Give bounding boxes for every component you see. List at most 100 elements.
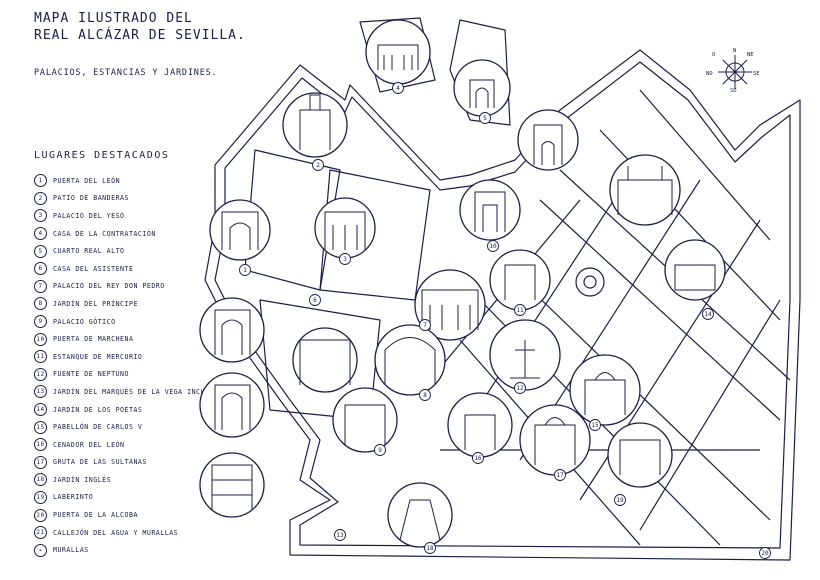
map-marker-label: 17 — [556, 472, 564, 479]
legend-item: 21 CALLEJÓN DEL AGUA Y MURALLAS — [34, 524, 214, 542]
map-marker — [419, 389, 431, 401]
legend-item-label: LABERINTO — [53, 493, 94, 502]
map-title-line-1: MAPA ILUSTRADO DEL — [34, 11, 193, 26]
map-marker-label: 19 — [616, 497, 624, 504]
legend-item-marker: 5 — [34, 244, 47, 258]
map-marker — [472, 452, 484, 464]
legend-item-marker: 9 — [34, 315, 47, 329]
compass-rose — [718, 55, 752, 89]
legend-item-label: FUENTE DE NEPTUNO — [53, 370, 129, 379]
outer-wall — [204, 49, 801, 561]
map-marker-label: 18 — [426, 545, 434, 552]
map-marker-label: 9 — [378, 447, 382, 454]
vignette-jardin-ingles — [387, 482, 453, 548]
legend-item-marker: 4 — [34, 227, 47, 241]
legend-item: 1 PUERTA DEL LEÓN — [34, 172, 214, 190]
map-marker-label: 5 — [483, 115, 487, 122]
map-marker — [309, 294, 321, 306]
legend-item-marker: ∗ — [34, 543, 47, 557]
inner-wall — [214, 61, 791, 549]
legend-item-marker: 13 — [34, 385, 47, 399]
compass-label-o: O — [712, 52, 715, 58]
legend-item-marker: 2 — [34, 191, 47, 205]
map-marker-label: 14 — [704, 311, 712, 318]
legend-item-marker: 21 — [34, 526, 47, 540]
vignette-marchena — [459, 179, 521, 241]
legend-item-marker: 14 — [34, 403, 47, 417]
legend-item-label: CASA DEL ASISTENTE — [53, 264, 134, 273]
legend-item-marker: 17 — [34, 455, 47, 469]
legend-item-marker: 12 — [34, 367, 47, 381]
vignette-arch-left-2 — [199, 372, 265, 438]
map-marker-label: 10 — [489, 243, 497, 250]
map-marker — [554, 469, 566, 481]
legend-item-label: CUARTO REAL ALTO — [53, 247, 125, 256]
legend-item-marker: 18 — [34, 473, 47, 487]
map-subtitle: PALACIOS, ESTANCIAS Y JARDINES. — [34, 68, 218, 78]
map-marker-label: 13 — [336, 532, 344, 539]
legend-item-label: CALLEJÓN DEL AGUA Y MURALLAS — [53, 528, 179, 537]
legend-item-marker: 7 — [34, 279, 47, 293]
legend-item-marker: 16 — [34, 438, 47, 452]
legend-item-label: JARDÍN INGLÉS — [53, 475, 112, 484]
legend-item: 5 CUARTO REAL ALTO — [34, 242, 214, 260]
map-marker — [312, 159, 324, 171]
vignette-palacio-rey — [414, 269, 486, 341]
legend-item-label: JARDÍN DEL MARQUÉS DE LA VEGA INCLÁN — [53, 387, 214, 396]
compass-label-ne: NE — [747, 52, 754, 58]
vignette-pool — [664, 239, 726, 301]
compass-label-se: SE — [753, 71, 760, 77]
map-marker — [759, 547, 771, 559]
legend-item-label: GRUTA DE LAS SULTANAS — [53, 458, 147, 467]
map-marker-label: 16 — [474, 455, 482, 462]
map-marker — [374, 444, 386, 456]
legend-item-label: PALACIO GÓTICO — [53, 317, 116, 326]
legend-item-label: PUERTA DEL LEÓN — [53, 176, 121, 185]
legend-item-label: PALACIO DEL YESO — [53, 211, 125, 220]
vignette-carlos-v — [569, 354, 641, 426]
legend-item: 4 CASA DE LA CONTRATACIÓN — [34, 225, 214, 243]
map-marker-label: 12 — [516, 385, 524, 392]
legend-item-marker: 1 — [34, 174, 47, 188]
legend-item: 14 JARDÍN DE LOS POETAS — [34, 401, 214, 419]
map-marker-label: 3 — [343, 256, 347, 263]
legend-item: 13 JARDÍN DEL MARQUÉS DE LA VEGA INCLÁN — [34, 383, 214, 401]
legend-item-label: JARDÍN DEL PRÍNCIPE — [53, 299, 138, 308]
map-marker-label: 11 — [516, 307, 524, 314]
legend-item-marker: 10 — [34, 332, 47, 346]
legend-item: 15 PABELLÓN DE CARLOS V — [34, 418, 214, 436]
legend-item-label: PABELLÓN DE CARLOS V — [53, 423, 143, 432]
legend-item-label: CASA DE LA CONTRATACIÓN — [53, 229, 156, 238]
legend-item-label: JARDÍN DE LOS POETAS — [53, 405, 143, 414]
vignette-dome — [374, 324, 446, 396]
map-marker — [334, 529, 346, 541]
map-marker-label: 6 — [313, 297, 317, 304]
legend-item-label: ESTANQUE DE MERCURIO — [53, 352, 143, 361]
map-marker — [614, 494, 626, 506]
legend-item: 7 PALACIO DEL REY DON PEDRO — [34, 278, 214, 296]
vignette-pavilion-garden — [609, 154, 681, 226]
legend-item: 18 JARDÍN INGLÉS — [34, 471, 214, 489]
legend-item-label: PALACIO DEL REY DON PEDRO — [53, 282, 165, 291]
legend-item: 17 GRUTA DE LAS SULTANAS — [34, 454, 214, 472]
vignette-pavilion-15 — [519, 404, 591, 476]
map-marker — [702, 308, 714, 320]
map-title: MAPA ILUSTRADO DEL REAL ALCÁZAR DE SEVIL… — [34, 10, 246, 44]
map-marker — [479, 112, 491, 124]
map-marker — [589, 419, 601, 431]
legend-item-marker: 20 — [34, 508, 47, 522]
legend-item-label: MURALLAS — [53, 546, 89, 555]
vignette-casa-contratacion — [365, 19, 431, 85]
compass-label-so: SO — [730, 88, 737, 94]
vignette-puerta-leon — [209, 199, 271, 261]
map-marker-label: 15 — [591, 422, 599, 429]
vignette-giralda — [282, 92, 348, 158]
legend-item-marker: 15 — [34, 420, 47, 434]
